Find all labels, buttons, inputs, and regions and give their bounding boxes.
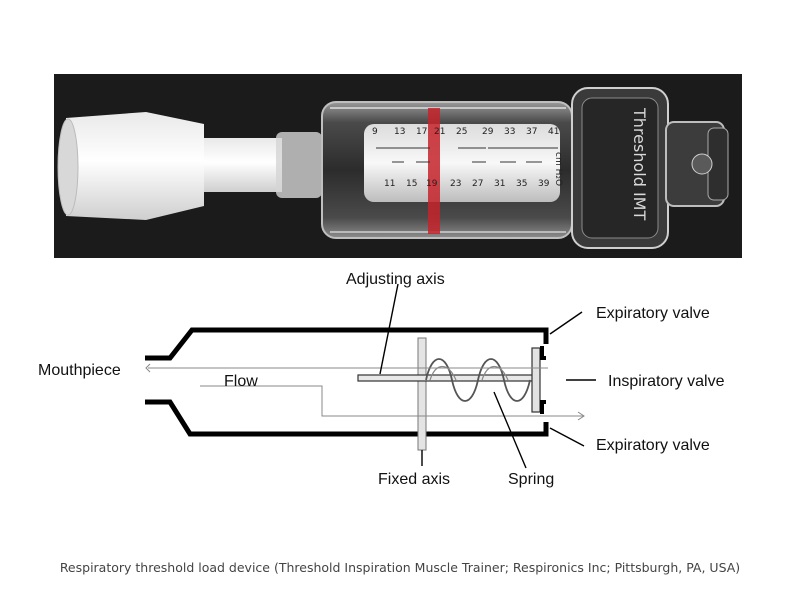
scale-label: 29 (482, 127, 494, 137)
scale-label: 31 (494, 179, 505, 189)
label-adjusting-axis: Adjusting axis (346, 271, 445, 288)
housing-outline (145, 327, 549, 437)
scale-ticks (376, 147, 558, 163)
scale-label: 33 (504, 127, 515, 137)
label-expiratory-valve-top: Expiratory valve (596, 305, 710, 322)
transparent-cylinder (321, 101, 573, 239)
scale-label: 15 (406, 179, 417, 189)
valve-head (571, 87, 729, 249)
label-mouthpiece: Mouthpiece (38, 362, 121, 379)
scale-label: 19 (426, 179, 438, 189)
scale-label: 35 (516, 179, 527, 189)
scale-label: 17 (416, 127, 427, 137)
adjusting-axis-rod (357, 374, 537, 382)
scale-label: 37 (526, 127, 537, 137)
inspiratory-valve-plate (531, 347, 541, 413)
spring-part (425, 358, 531, 402)
scale-label: 21 (434, 127, 445, 137)
red-indicator-band (428, 108, 440, 234)
label-flow: Flow (224, 373, 258, 390)
scale-label: 13 (394, 127, 405, 137)
label-expiratory-valve-bottom: Expiratory valve (596, 437, 710, 454)
fixed-axis-part (417, 337, 427, 451)
scale-label: 11 (384, 179, 395, 189)
flow-lines (145, 363, 585, 421)
mouthpiece-part (57, 112, 322, 220)
scale-label: 23 (450, 179, 461, 189)
leader-lines (379, 283, 596, 469)
device-photo: 9 13 17 21 25 29 33 37 41 11 15 19 23 27… (54, 74, 742, 258)
label-inspiratory-valve: Inspiratory valve (608, 373, 725, 390)
scale-label: 25 (456, 127, 467, 137)
scale-label: 9 (372, 127, 378, 137)
schematic-diagram: Adjusting axis Expiratory valve Mouthpie… (38, 271, 725, 488)
valve-seats (540, 346, 546, 414)
scale-unit: cm H₂O (553, 152, 563, 186)
scale-label: 39 (538, 179, 550, 189)
brand-text: Threshold IMT (630, 107, 649, 220)
figure-caption: Respiratory threshold load device (Thres… (59, 560, 741, 575)
scale-label: 27 (472, 179, 483, 189)
label-spring: Spring (508, 471, 554, 488)
scale-label: 41 (548, 127, 559, 137)
label-fixed-axis: Fixed axis (378, 471, 450, 488)
